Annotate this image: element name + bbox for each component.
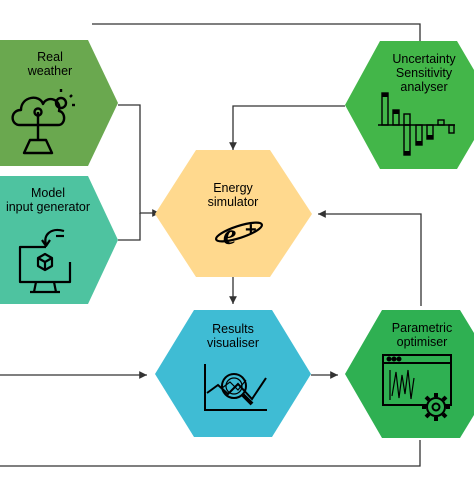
uncertainty-label: Uncertainty Sensitivity analyser [371, 52, 474, 94]
magnifier-chart-icon [204, 364, 267, 411]
connector-optimiser-to-sim [318, 210, 422, 306]
bar-chart-icon [378, 92, 455, 156]
parametric-optimiser-line-1: Parametric [391, 321, 453, 335]
real-weather-label: Real weather [0, 50, 100, 78]
weather-station-icon [11, 89, 75, 155]
model-input-label: Model input generator [0, 186, 102, 214]
connector-input-to-sim [118, 213, 141, 241]
window-gear-icon [382, 354, 452, 421]
svg-text:e: e [223, 218, 236, 251]
connector-top-loop [92, 23, 421, 46]
model-input-line-2: input generator [5, 200, 91, 214]
connector-weather-to-sim [118, 104, 160, 217]
connector-uncertainty-to-sim [229, 105, 345, 150]
results-visualiser-line-2: visualiser [206, 336, 260, 350]
uncertainty-line-3: analyser [400, 80, 448, 94]
energy-simulator-hexagon [155, 150, 312, 277]
energy-simulator-line-1: Energy [213, 181, 253, 195]
uncertainty-line-1: Uncertainty [392, 52, 456, 66]
uncertainty-hexagon [345, 41, 474, 169]
parametric-optimiser-line-2: optimiser [396, 335, 448, 349]
svg-text:+: + [245, 219, 257, 241]
energy-simulator-line-2: simulator [207, 195, 259, 209]
monitor-cube-icon [18, 228, 72, 294]
energy-simulator-label: Energy simulator [183, 181, 283, 209]
uncertainty-line-2: Sensitivity [395, 66, 453, 80]
connector-optimiser-bottom [0, 440, 421, 467]
energyplus-logo-icon: e + [214, 218, 264, 251]
model-input-hexagon [0, 176, 118, 304]
results-visualiser-line-1: Results [212, 322, 254, 336]
real-weather-line-2: weather [27, 64, 73, 78]
model-input-line-1: Model [30, 186, 66, 200]
connectors [0, 23, 422, 467]
real-weather-line-1: Real [37, 50, 63, 64]
parametric-optimiser-label: Parametric optimiser [370, 321, 474, 349]
results-visualiser-label: Results visualiser [183, 322, 283, 350]
